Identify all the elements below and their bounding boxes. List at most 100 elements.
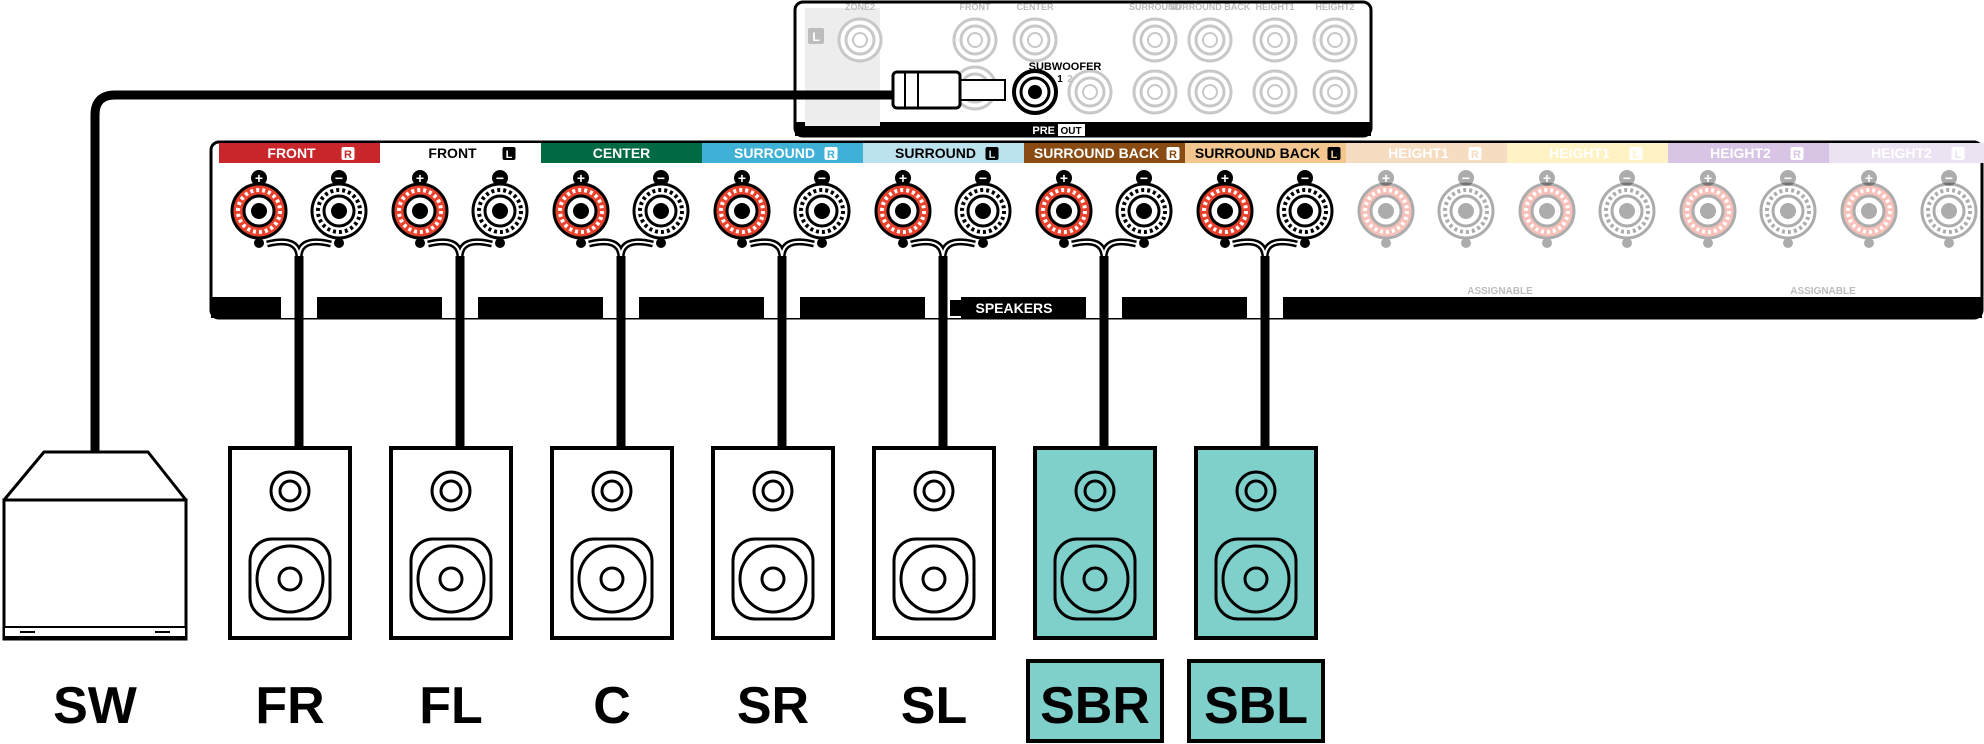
terminal-minus-outer xyxy=(1920,182,1978,240)
preout-jack-bottom-pin xyxy=(1202,84,1218,100)
rca-plug-body xyxy=(891,70,962,110)
preout-top-label: HEIGHT1 xyxy=(1255,2,1294,12)
terminal-plus-outer xyxy=(1518,182,1576,240)
terminal-plus-foot xyxy=(254,238,264,248)
assignable-label-2: ASSIGNABLE xyxy=(1790,286,1856,297)
preout-jack-bottom-ring xyxy=(1139,76,1171,108)
terminal-minus-knurl xyxy=(1443,188,1489,234)
channel-label-bg xyxy=(1507,143,1668,163)
preout-jack-bottom-pin xyxy=(1327,84,1343,100)
channel-label: HEIGHT1 xyxy=(1388,145,1449,161)
terminal-plus xyxy=(874,182,932,248)
speaker-label-fr: FR xyxy=(255,677,324,735)
speaker-label-sw: SW xyxy=(53,677,138,735)
terminal-plus-foot xyxy=(737,238,747,248)
speaker-label-sbr: SBR xyxy=(1040,677,1150,735)
channel-badge-text: L xyxy=(989,149,996,161)
terminal-minus-hole xyxy=(653,203,669,219)
terminal-minus-hole xyxy=(331,203,347,219)
channel-badge xyxy=(985,147,999,160)
channel-badge xyxy=(502,147,516,160)
channel-badge-text: L xyxy=(506,149,513,161)
channel-badge xyxy=(1468,147,1482,160)
channel-badge-text: R xyxy=(1471,149,1479,161)
terminal-plus-outer xyxy=(1840,182,1898,240)
channel-badge xyxy=(824,147,838,160)
channel-label-bg xyxy=(1024,143,1185,163)
terminal-plus xyxy=(230,182,288,248)
terminal-minus-foot xyxy=(1622,238,1632,248)
terminal-plus xyxy=(1357,182,1415,248)
out-label: OUT xyxy=(1060,126,1081,137)
terminal-plus xyxy=(391,182,449,248)
tweeter xyxy=(1235,470,1277,512)
minus-symbol: − xyxy=(1301,170,1309,186)
channel-label: SURROUND xyxy=(895,145,976,161)
terminal-plus-knurl xyxy=(1041,188,1087,234)
preout-top-label: SURROUND BACK xyxy=(1170,2,1251,12)
terminal-minus-outer xyxy=(1759,182,1817,240)
preout-jack-top-pin xyxy=(1147,32,1163,48)
minus-symbol: − xyxy=(1945,170,1953,186)
terminal-plus-hole xyxy=(1539,203,1555,219)
polarity-markers: +− xyxy=(1700,170,1796,186)
channel-badge xyxy=(1951,147,1965,160)
terminal-plus-hole xyxy=(1217,203,1233,219)
terminal-minus xyxy=(310,182,368,248)
terminal-plus-foot xyxy=(1381,238,1391,248)
speaker-label-box xyxy=(1187,659,1325,743)
woofer-cone xyxy=(1060,544,1130,614)
tweeter-dome xyxy=(278,479,302,503)
woofer-cone xyxy=(899,544,969,614)
terminal-minus-inner xyxy=(1771,194,1805,228)
terminal-minus-foot xyxy=(817,238,827,248)
channel-2: CENTER+− xyxy=(541,143,702,259)
terminal-plus-hole xyxy=(1378,203,1394,219)
terminal-plus-hole xyxy=(895,203,911,219)
preout-top-label: FRONT xyxy=(960,2,991,12)
speaker-label-sbl: SBL xyxy=(1204,677,1308,735)
channel-label-bg xyxy=(863,143,1024,163)
minus-marker xyxy=(1297,170,1313,186)
channel-label: SURROUND xyxy=(734,145,815,161)
terminal-minus-knurl xyxy=(1121,188,1167,234)
minus-marker xyxy=(331,170,347,186)
woofer-cone xyxy=(255,544,325,614)
woofer-cap xyxy=(760,566,786,592)
terminal-plus-foot xyxy=(1542,238,1552,248)
terminal-minus-hole xyxy=(1297,203,1313,219)
terminal-minus-foot xyxy=(1944,238,1954,248)
subwoofer-num-1: 1 xyxy=(1057,74,1063,85)
tweeter-dome xyxy=(439,479,463,503)
speaker-sbl xyxy=(1194,446,1318,640)
channel-badge-text: R xyxy=(827,149,835,161)
channel-label-bg xyxy=(1829,143,1984,163)
subwoofer-top xyxy=(2,450,188,502)
plus-symbol: + xyxy=(416,170,424,186)
plus-marker xyxy=(895,170,911,186)
channel-badge xyxy=(1629,147,1643,160)
terminal-minus-knurl xyxy=(960,188,1006,234)
tweeter-dome xyxy=(1083,479,1107,503)
speaker-fr xyxy=(228,446,352,640)
terminal-minus-hole xyxy=(1458,203,1474,219)
polarity-markers: +− xyxy=(1539,170,1635,186)
woofer-cap xyxy=(599,566,625,592)
preout-jack-top-ring xyxy=(1194,24,1226,56)
preout-jack-bottom-pin xyxy=(1267,84,1283,100)
terminal-minus-hole xyxy=(1136,203,1152,219)
woofer-cone xyxy=(738,544,808,614)
terminal-minus-knurl xyxy=(799,188,845,234)
terminal-minus-foot xyxy=(1461,238,1471,248)
polarity-markers: +− xyxy=(1861,170,1957,186)
terminal-minus-knurl xyxy=(638,188,684,234)
channel-label-bg xyxy=(1668,143,1829,163)
terminal-minus-foot xyxy=(1139,238,1149,248)
terminal-plus-foot xyxy=(1059,238,1069,248)
speakers-label: SPEAKERS xyxy=(975,300,1052,316)
tweeter xyxy=(913,470,955,512)
polarity-markers: +− xyxy=(573,170,669,186)
